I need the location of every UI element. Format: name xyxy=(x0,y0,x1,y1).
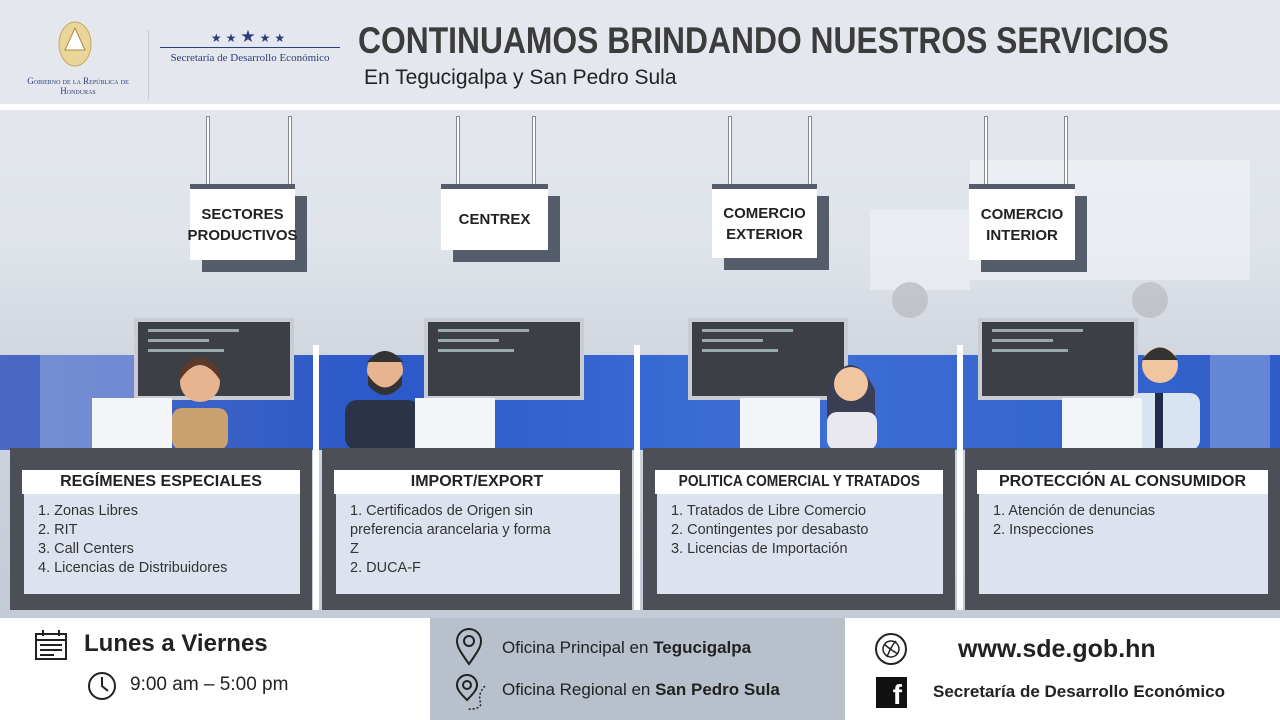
agent-woman-icon xyxy=(827,365,877,450)
counter-title: POLITICA COMERCIAL Y TRATADOS xyxy=(678,473,920,490)
counter-title-box: REGÍMENES ESPECIALES xyxy=(22,470,300,494)
display-screen xyxy=(424,318,584,400)
truck-illustration xyxy=(870,160,1250,318)
route-pin-icon xyxy=(455,674,486,710)
display-screen xyxy=(978,318,1138,400)
web-globe-icon xyxy=(875,633,907,665)
calendar-icon xyxy=(35,630,67,660)
counter-title-box: PROTECCIÓN AL CONSUMIDOR xyxy=(977,470,1268,494)
glass-panel xyxy=(1210,355,1270,450)
sign-pole xyxy=(808,116,812,186)
counter-politica-comercial: POLITICA COMERCIAL Y TRATADOS 1. Tratado… xyxy=(643,448,955,610)
service-item: 2. Contingentes por desabasto xyxy=(671,522,869,538)
gov-logo-text: Gobierno de la República de Honduras xyxy=(27,76,129,96)
sign-pole xyxy=(728,116,732,186)
counter-divider xyxy=(313,345,319,610)
location-pin-icon xyxy=(455,628,483,666)
honduras-coat-of-arms-icon xyxy=(58,21,92,67)
service-list: 1. Atención de denuncias 2. Inspecciones xyxy=(979,494,1268,594)
computer-monitor xyxy=(415,398,495,453)
display-screen xyxy=(688,318,848,400)
counter-title: PROTECCIÓN AL CONSUMIDOR xyxy=(998,473,1247,490)
counter-title: IMPORT/EXPORT xyxy=(410,473,544,490)
sign-pole xyxy=(288,116,292,186)
clock-icon xyxy=(88,672,116,700)
service-list: 1. Certificados de Origen sin preferenci… xyxy=(336,494,620,594)
counter-title-box: IMPORT/EXPORT xyxy=(334,470,620,494)
page-subtitle: En Tegucigalpa y San Pedro Sula xyxy=(364,66,677,89)
counter-title-box: POLITICA COMERCIAL Y TRATADOS xyxy=(655,470,943,494)
sec-logo-text: Secretaría de Desarrollo Económico xyxy=(170,52,330,64)
facebook-icon: f xyxy=(876,677,907,708)
sign-centrex: CENTREX xyxy=(441,184,548,250)
service-list: 1. Zonas Libres 2. RIT 3. Call Centers 4. L… xyxy=(24,494,300,594)
footer-offices xyxy=(430,618,845,720)
service-item: 4. Licencias de Distribuidores xyxy=(38,560,228,576)
computer-monitor xyxy=(740,398,820,453)
logo-divider xyxy=(148,30,149,100)
service-item: 2. Inspecciones xyxy=(993,522,1094,538)
service-item: 1. Atención de denuncias xyxy=(993,503,1156,519)
logo-line xyxy=(160,47,340,48)
service-item: 3. Call Centers xyxy=(38,541,134,557)
agent-woman-icon xyxy=(172,357,228,450)
computer-monitor xyxy=(92,398,172,453)
service-item: 1. Tratados de Libre Comercio xyxy=(671,503,867,519)
business-hours: 9:00 am – 5:00 pm xyxy=(130,674,289,695)
header xyxy=(0,0,1280,110)
service-item: 3. Licencias de Importación xyxy=(671,541,848,557)
sign-pole xyxy=(984,116,988,186)
sign-pole xyxy=(1064,116,1068,186)
business-days: Lunes a Viernes xyxy=(84,630,268,657)
counter-divider xyxy=(957,345,963,610)
agent-man-icon xyxy=(1130,347,1200,450)
counter-proteccion-consumidor: PROTECCIÓN AL CONSUMIDOR 1. Atención de … xyxy=(965,448,1280,610)
facebook-page-link[interactable]: Secretaría de Desarrollo Económico xyxy=(933,682,1225,701)
counter-divider xyxy=(634,345,640,610)
page-title: CONTINUAMOS BRINDANDO NUESTROS SERVICIOS xyxy=(358,20,1169,61)
sign-pole xyxy=(532,116,536,186)
regional-office: Oficina Regional en San Pedro Sula xyxy=(502,680,780,699)
sign-pole xyxy=(456,116,460,186)
agent-man-beard-icon xyxy=(345,351,420,450)
service-item: 1. Certificados de Origen sin preferenci… xyxy=(350,503,551,557)
service-list: 1. Tratados de Libre Comercio 2. Continge… xyxy=(657,494,943,594)
counter-import-export: IMPORT/EXPORT 1. Certificados de Origen … xyxy=(322,448,632,610)
stars-icon: ★★★★★ xyxy=(210,27,290,46)
service-item: 2. RIT xyxy=(38,522,78,538)
website-link[interactable]: www.sde.gob.hn xyxy=(958,635,1156,663)
counter-title: REGÍMENES ESPECIALES xyxy=(60,473,262,490)
computer-monitor xyxy=(1062,398,1142,453)
main-office: Oficina Principal en Tegucigalpa xyxy=(502,638,752,657)
service-item: 1. Zonas Libres xyxy=(38,503,138,519)
service-item: 2. DUCA-F xyxy=(350,560,421,576)
counter-regimenes-especiales: REGÍMENES ESPECIALES 1. Zonas Libres 2. R… xyxy=(10,448,312,610)
sign-pole xyxy=(206,116,210,186)
